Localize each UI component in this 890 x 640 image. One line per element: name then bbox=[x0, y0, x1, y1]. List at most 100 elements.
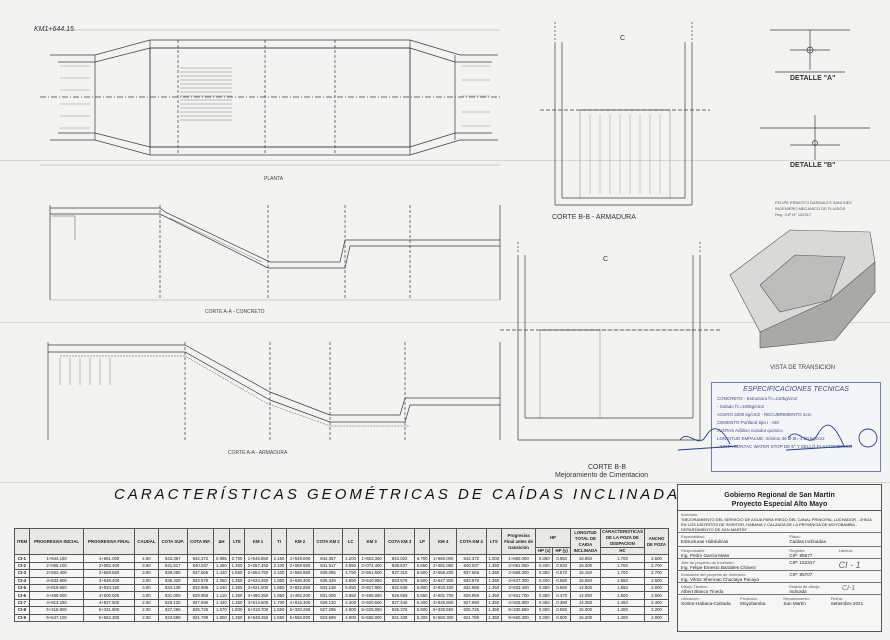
spec-row: ACERO 4200 kg/cm2 - RECUBRIMIENTO 4cm bbox=[717, 412, 812, 417]
table-cell: 0.350 bbox=[535, 583, 554, 593]
table-cell: 2+554.750 bbox=[244, 569, 272, 578]
table-cell: 16.300 bbox=[569, 561, 601, 571]
table-cell: 1.350 bbox=[213, 576, 230, 585]
table-cell: 3+640.950 bbox=[357, 576, 386, 585]
detail-b bbox=[760, 115, 870, 160]
table-cell: 2.700 bbox=[228, 554, 246, 563]
table-cell: 4.300 bbox=[342, 598, 359, 608]
table-cell: 843.357 bbox=[157, 554, 188, 563]
table-cell: CI-5 bbox=[14, 583, 30, 593]
table-cell: 1.570 bbox=[213, 606, 230, 615]
table-cell: 5+560.300 bbox=[429, 613, 457, 622]
department-key: Departamento: bbox=[783, 596, 810, 601]
specialty-value: Estructuras Hidráulicas bbox=[681, 539, 729, 544]
table-cell: CI-3 bbox=[14, 569, 30, 578]
spec-row: CEMENTO Portland tipo I - MS bbox=[717, 420, 780, 425]
table-cell: 14.350 bbox=[569, 598, 601, 608]
col-header: PROGRESIVA FINAL bbox=[83, 527, 135, 556]
section-bb-reinf-title: CORTE B-B - ARMADURA bbox=[552, 214, 636, 221]
location-value: Soritor-Habana-Calzada bbox=[681, 601, 731, 606]
table-cell: 1.350 bbox=[485, 576, 503, 585]
table-cell: 2.100 bbox=[270, 569, 288, 578]
table-cell: 3.00 bbox=[134, 583, 159, 593]
table-cell: 4+489.000 bbox=[28, 591, 85, 600]
table-cell: 831.009 bbox=[312, 591, 344, 600]
table-cell: 0.620 bbox=[552, 561, 571, 571]
table-cell: 832.988 bbox=[455, 583, 487, 593]
table-cell: 4+490.350 bbox=[244, 591, 272, 600]
drawing-state-value: Indicada bbox=[789, 589, 807, 594]
table-cell: 1.350 bbox=[485, 598, 503, 608]
table-cell: 837.665 bbox=[186, 569, 215, 578]
table-cell: 4.800 bbox=[342, 613, 359, 622]
table-cell: 3.00 bbox=[134, 576, 159, 585]
table-cell: 3+827.900 bbox=[357, 583, 386, 593]
table-cell: 3+833.400 bbox=[429, 583, 457, 593]
table-cell: 841.517 bbox=[157, 561, 188, 571]
table-cell: CI-8 bbox=[14, 606, 30, 615]
table-cell: 5.400 bbox=[413, 598, 431, 608]
table-cell: 2.500 bbox=[644, 591, 669, 600]
table-cell: 1.350 bbox=[485, 583, 503, 593]
table-cell: 2.000 bbox=[644, 613, 669, 622]
col-header: CARACTERISTICAS DE LA POZA DE DISIPACION bbox=[599, 528, 646, 548]
table-cell: 2.700 bbox=[644, 561, 669, 571]
table-cell: 2+067.450 bbox=[244, 561, 272, 571]
table-cell: 2+561.600 bbox=[357, 569, 386, 578]
table-cell: 2.00 bbox=[134, 613, 159, 622]
sheet-key: Lámina: bbox=[838, 548, 853, 553]
department-value: San Martín bbox=[783, 601, 806, 606]
table-cell: CI-7 bbox=[14, 598, 30, 608]
table-cell: 1.350 bbox=[228, 576, 246, 585]
registry-key: Registro: bbox=[789, 548, 806, 553]
table-cell: 833.979 bbox=[455, 576, 487, 585]
table-cell: 1.400 bbox=[599, 613, 646, 622]
table-cell: 2.500 bbox=[644, 583, 669, 593]
table-cell: 3+834.150 bbox=[83, 583, 135, 593]
table-cell: 4.750 bbox=[342, 569, 359, 578]
table-cell: 833.579 bbox=[384, 576, 415, 585]
table-cell: 1.500 bbox=[599, 591, 646, 600]
col-header: KM 3 bbox=[357, 527, 386, 556]
col-header: COTA INF. bbox=[186, 527, 215, 556]
table-cell: 0.350 bbox=[535, 569, 554, 578]
table-cell: 2+082.400 bbox=[83, 561, 135, 571]
table-cell: 5+320.250 bbox=[286, 606, 314, 615]
responsible-value: Ing. Pedro Garcia Mass bbox=[681, 553, 730, 558]
gov-name: Gobierno Regional de San Martín bbox=[724, 492, 835, 499]
table-cell: 834.138 bbox=[312, 583, 344, 593]
table-cell: 839.637 bbox=[384, 561, 415, 571]
spec-row: CONCRETO - Estructura f'c=210kg/cm2 bbox=[717, 396, 798, 401]
col-header: COTA KM 3 bbox=[384, 527, 415, 556]
table-cell: 1.240 bbox=[213, 583, 230, 593]
table-cell: 1+661.000 bbox=[83, 554, 135, 563]
col-header: COTA KM 2 bbox=[312, 527, 344, 556]
table-cell: 4+492.200 bbox=[286, 591, 314, 600]
table-cell: 15.550 bbox=[569, 576, 601, 585]
transition-view-title: VISTA DE TRANSICION bbox=[770, 365, 836, 371]
table-cell: 4+913.250 bbox=[28, 598, 85, 608]
col-header: LP bbox=[413, 527, 431, 556]
table-cell: 1.400 bbox=[599, 606, 646, 615]
transition-3d-view bbox=[729, 229, 876, 349]
table-cell: 2+081.050 bbox=[501, 561, 537, 571]
table-cell: 825.726 bbox=[455, 606, 487, 615]
table-cell: 4+927.600 bbox=[83, 598, 135, 608]
table-cell: 3+821.000 bbox=[244, 583, 272, 593]
table-cell: 5+331.900 bbox=[83, 606, 135, 615]
table-cell: 2.150 bbox=[270, 554, 288, 563]
table-cell: 0.350 bbox=[535, 554, 554, 563]
table-cell: 0.570 bbox=[552, 569, 571, 578]
col-header: ITEM bbox=[14, 527, 30, 556]
table-cell: 5+325.050 bbox=[357, 606, 386, 615]
table-cell: 2+066.100 bbox=[28, 561, 85, 571]
project-row: Inversión: "MEJORAMIENTO DEL SERVICIO DE… bbox=[678, 511, 881, 533]
col-header: KM 1 bbox=[244, 527, 272, 556]
table-cell: 5+550.000 bbox=[286, 613, 314, 622]
table-cell: 0.470 bbox=[552, 591, 571, 600]
